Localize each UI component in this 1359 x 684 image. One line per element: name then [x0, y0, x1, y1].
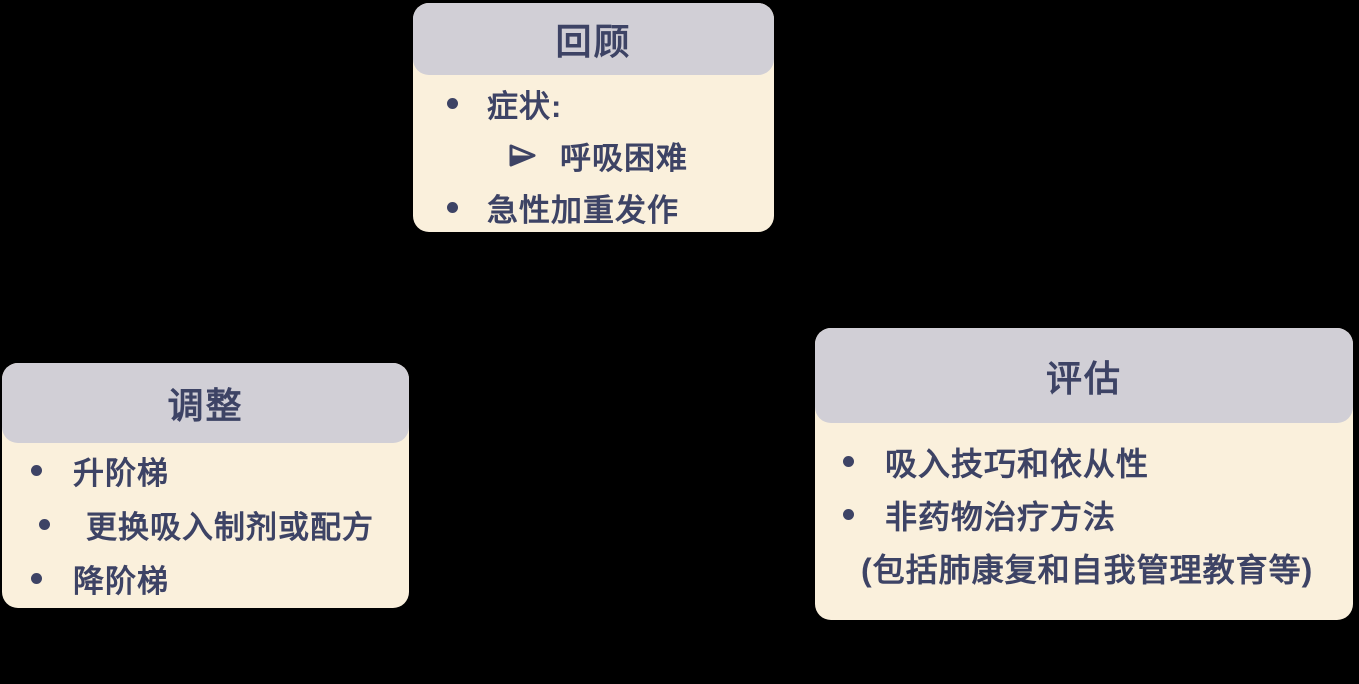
adjust-bullet-list: 升阶梯 更换吸入制剂或配方 降阶梯 — [2, 443, 409, 605]
list-item-text: 呼吸困难 — [560, 140, 688, 176]
adjust-card: 调整 升阶梯 更换吸入制剂或配方 降阶梯 — [2, 363, 409, 608]
list-item-text: 症状: — [487, 88, 563, 124]
list-item: 急性加重发作 — [413, 181, 774, 233]
dot-bullet-icon — [447, 97, 487, 109]
list-item: 吸入技巧和依从性 — [815, 435, 1353, 488]
list-item: (包括肺康复和自我管理教育等) — [815, 541, 1353, 594]
review-bullet-list: 症状: 呼吸困难 急性加重发作 — [413, 77, 774, 233]
list-item-text: 升阶梯 — [73, 455, 169, 491]
dot-bullet-icon — [447, 201, 487, 213]
list-item: 更换吸入制剂或配方 — [2, 497, 409, 551]
review-card-header: 回顾 — [413, 3, 774, 75]
dot-bullet-icon — [39, 518, 86, 530]
adjust-card-title: 调整 — [167, 385, 244, 426]
list-item: 症状: — [413, 77, 774, 129]
list-item-text: 降阶梯 — [73, 563, 169, 599]
list-item: 非药物治疗方法 — [815, 488, 1353, 541]
assess-bullet-list: 吸入技巧和依从性 非药物治疗方法 (包括肺康复和自我管理教育等) — [815, 435, 1353, 594]
dot-bullet-icon — [31, 572, 73, 584]
dot-bullet-icon — [843, 509, 885, 520]
list-item-text: 急性加重发作 — [487, 192, 679, 228]
arrowhead-icon — [509, 144, 560, 167]
assess-card-header: 评估 — [815, 328, 1353, 423]
list-item: 呼吸困难 — [413, 129, 774, 181]
assess-card-title: 评估 — [1045, 357, 1122, 399]
review-card-title: 回顾 — [555, 21, 632, 62]
list-item-text: 吸入技巧和依从性 — [885, 445, 1150, 482]
list-item: 降阶梯 — [2, 551, 409, 605]
review-card: 回顾 症状: 呼吸困难 急性加重发作 — [413, 3, 774, 232]
list-item-text: (包括肺康复和自我管理教育等) — [861, 551, 1314, 588]
dot-bullet-icon — [843, 456, 885, 467]
list-item-text: 更换吸入制剂或配方 — [86, 509, 374, 545]
assess-card: 评估 吸入技巧和依从性 非药物治疗方法 (包括肺康复和自我管理教育等) — [815, 328, 1353, 620]
adjust-card-header: 调整 — [2, 363, 409, 443]
list-item: 升阶梯 — [2, 443, 409, 497]
dot-bullet-icon — [31, 464, 73, 476]
list-item-text: 非药物治疗方法 — [885, 498, 1117, 535]
